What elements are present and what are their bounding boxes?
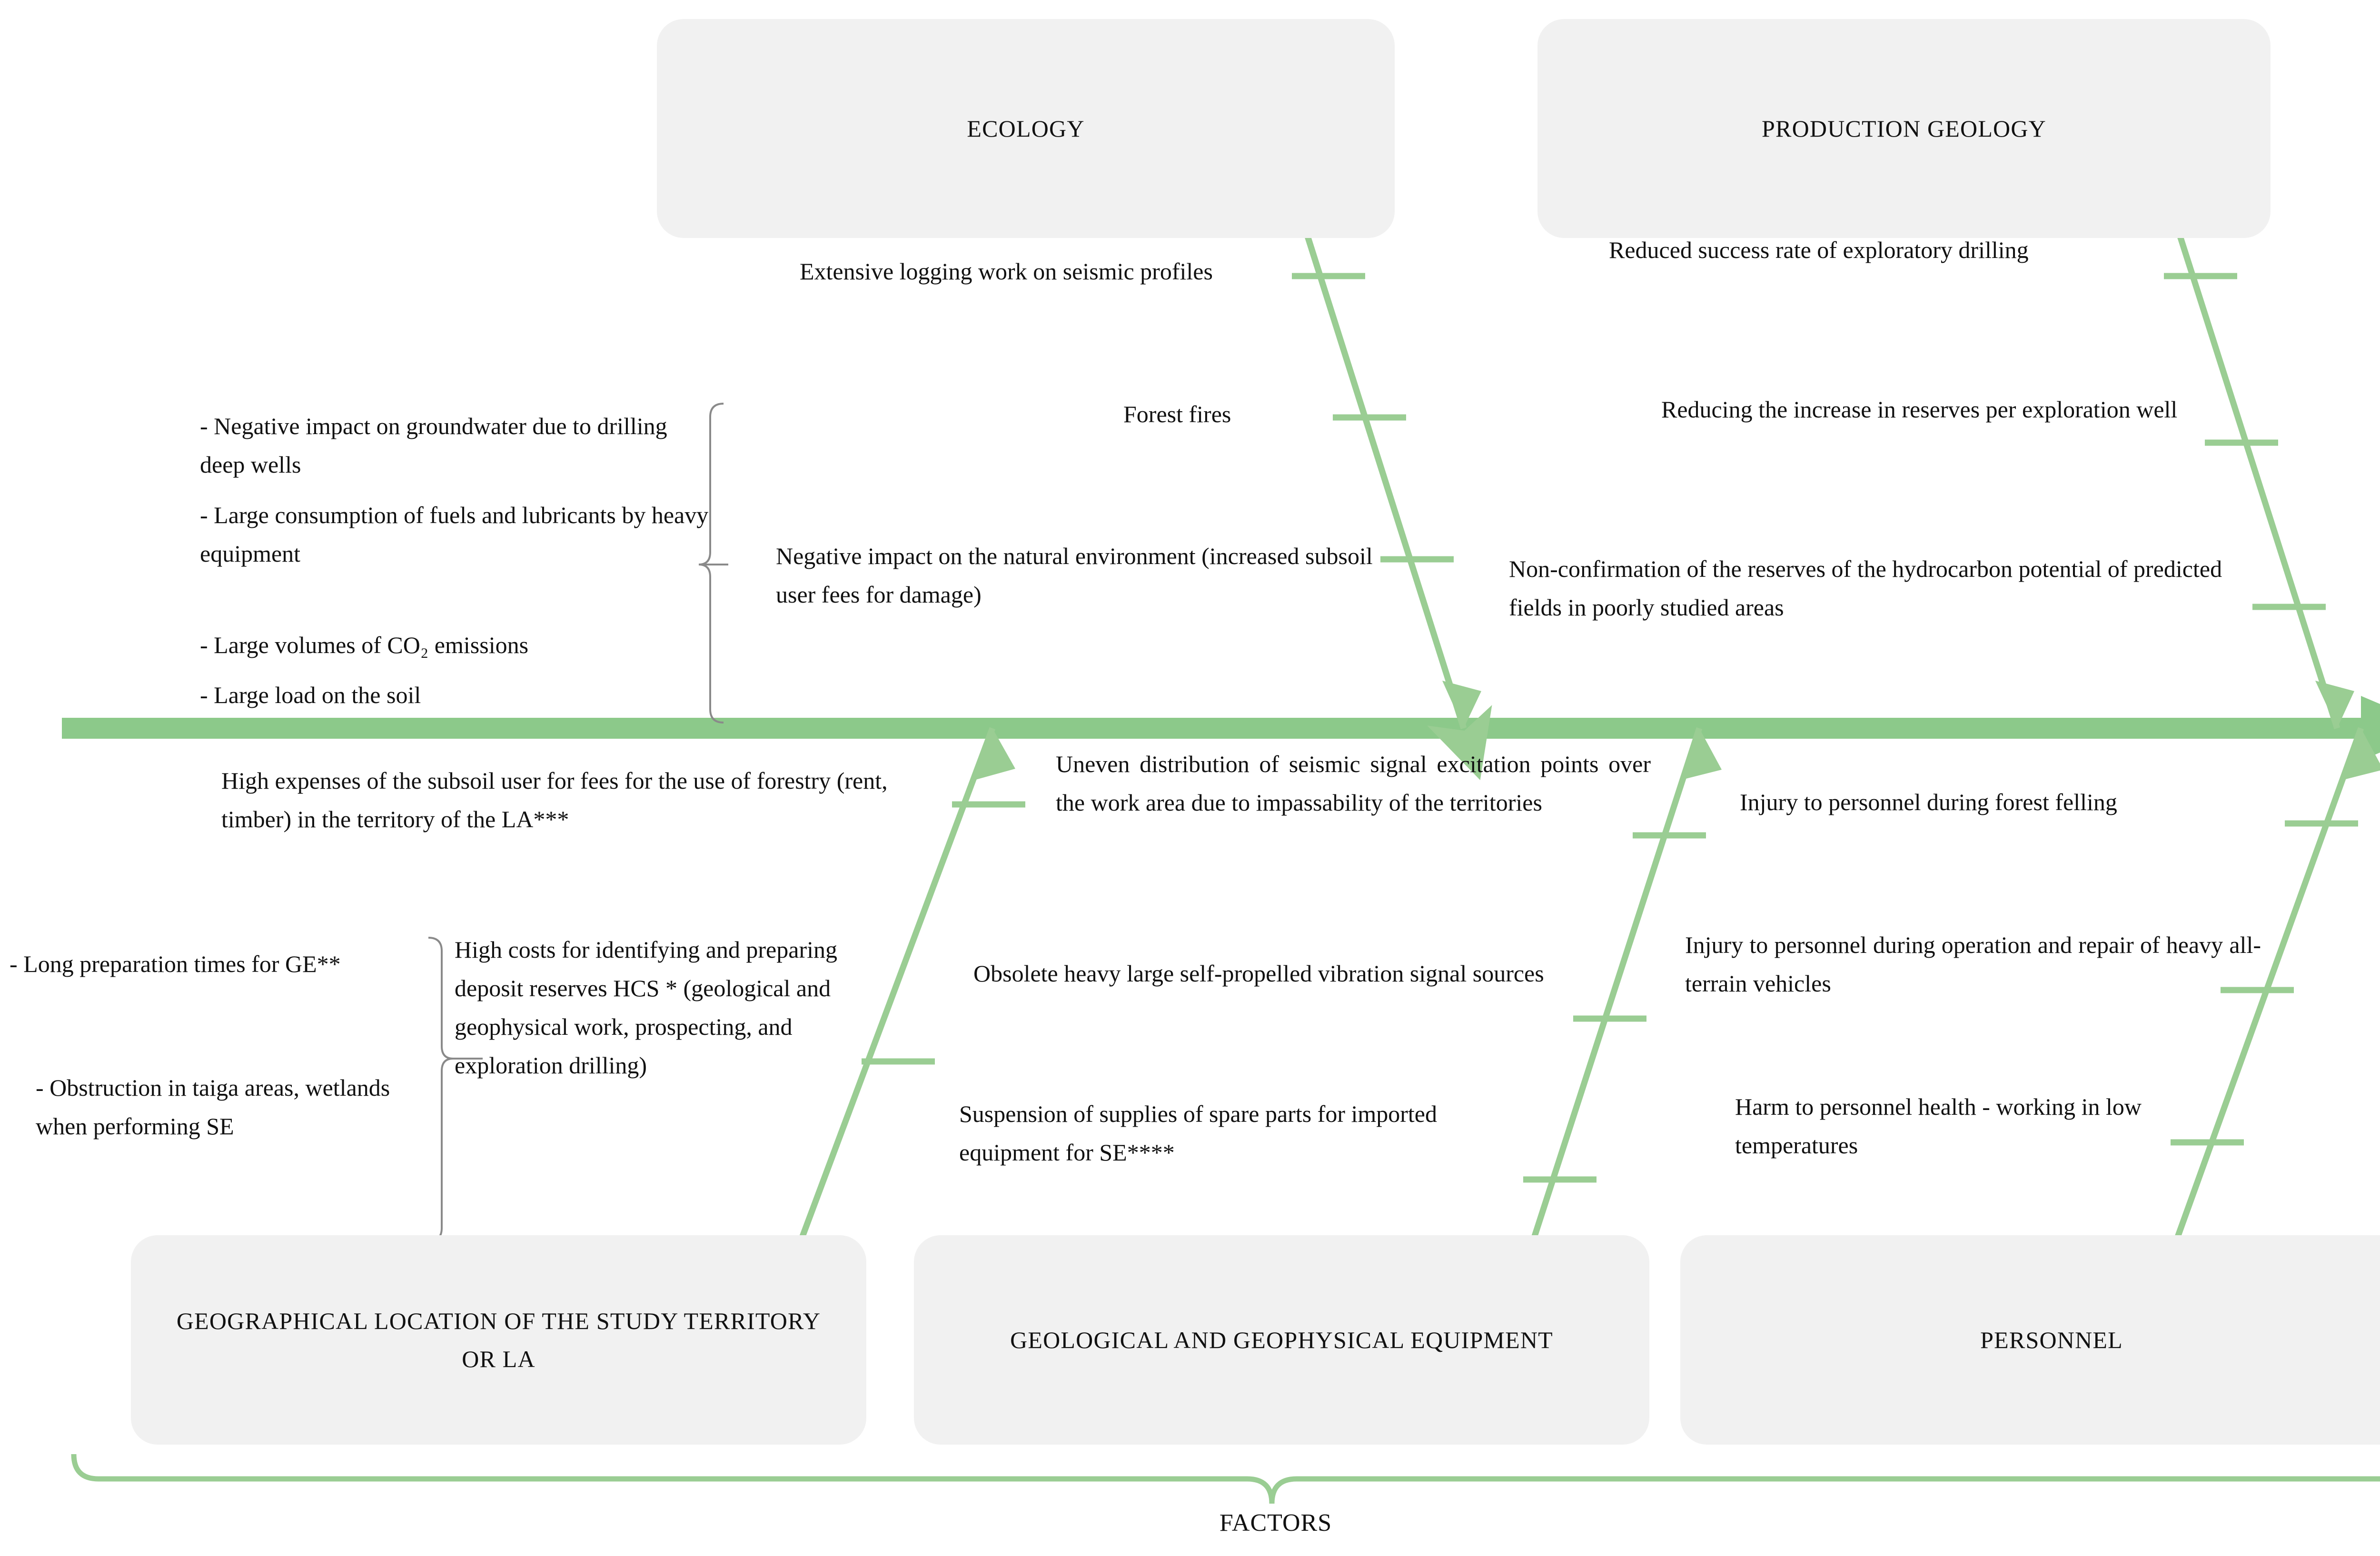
category-label-personnel: PERSONNEL bbox=[1980, 1327, 2123, 1353]
cause-ecology-sub-2[interactable]: - Large consumption of fuels and lubrica… bbox=[200, 502, 709, 567]
cause-equipment-3[interactable]: Suspension of supplies of spare parts fo… bbox=[959, 1100, 1438, 1166]
cause-geographical-sub-2[interactable]: - Obstruction in taiga areas, wetlands w… bbox=[36, 1074, 390, 1140]
cause-ecology-2[interactable]: Forest fires bbox=[1123, 401, 1231, 427]
cause-geographical-2[interactable]: High costs for identifying and preparing… bbox=[455, 936, 837, 1079]
category-label-equipment: GEOLOGICAL AND GEOPHYSICAL EQUIPMENT bbox=[1010, 1327, 1553, 1353]
cause-production-geology-1[interactable]: Reduced success rate of exploratory dril… bbox=[1609, 237, 2029, 263]
cause-equipment-2[interactable]: Obsolete heavy large self-propelled vibr… bbox=[973, 960, 1544, 987]
footer-label-factors: FACTORS bbox=[1219, 1509, 1332, 1536]
category-box-personnel[interactable]: PERSONNEL bbox=[1680, 1235, 2380, 1445]
brace-factors bbox=[71, 1454, 2380, 1504]
cause-personnel-3[interactable]: Harm to personnel health - working in lo… bbox=[1735, 1093, 2142, 1159]
category-box-geographical-location[interactable]: GEOGRAPHICAL LOCATION OF THE STUDY TERRI… bbox=[131, 1235, 866, 1445]
cause-production-geology-2[interactable]: Reducing the increase in reserves per ex… bbox=[1661, 396, 2178, 423]
category-box-ecology[interactable]: ECOLOGY bbox=[657, 19, 1395, 238]
branch-production-geology bbox=[2164, 232, 2354, 729]
cause-geographical-sub-1[interactable]: - Long preparation times for GE** bbox=[10, 951, 341, 977]
cause-production-geology-3[interactable]: Non-confirmation of the reserves of the … bbox=[1509, 555, 2222, 621]
cause-ecology-sub-1[interactable]: - Negative impact on groundwater due to … bbox=[200, 413, 667, 478]
cause-ecology-3[interactable]: Negative impact on the natural environme… bbox=[776, 543, 1373, 608]
category-box-equipment[interactable]: GEOLOGICAL AND GEOPHYSICAL EQUIPMENT bbox=[914, 1235, 1649, 1445]
category-box-production-geology[interactable]: PRODUCTION GEOLOGY bbox=[1537, 19, 2271, 238]
cause-equipment-1[interactable]: Uneven distribution of seismic signal ex… bbox=[1056, 751, 1651, 816]
branch-ecology bbox=[1292, 232, 1492, 781]
category-label-production-geology: PRODUCTION GEOLOGY bbox=[1762, 115, 2046, 142]
cause-personnel-1[interactable]: Injury to personnel during forest fellin… bbox=[1740, 789, 2117, 815]
cause-personnel-2[interactable]: Injury to personnel during operation and… bbox=[1685, 932, 2261, 997]
cause-ecology-sub-4[interactable]: - Large load on the soil bbox=[200, 682, 421, 708]
cause-ecology-1[interactable]: Extensive logging work on seismic profil… bbox=[800, 258, 1213, 285]
cause-ecology-sub-3[interactable]: - Large volumes of CO₂ emissions bbox=[200, 632, 529, 658]
category-label-ecology: ECOLOGY bbox=[967, 115, 1085, 142]
cause-geographical-1[interactable]: High expenses of the subsoil user for fe… bbox=[221, 767, 888, 833]
category-label-geographical-location: GEOGRAPHICAL LOCATION OF THE STUDY TERRI… bbox=[176, 1308, 821, 1372]
